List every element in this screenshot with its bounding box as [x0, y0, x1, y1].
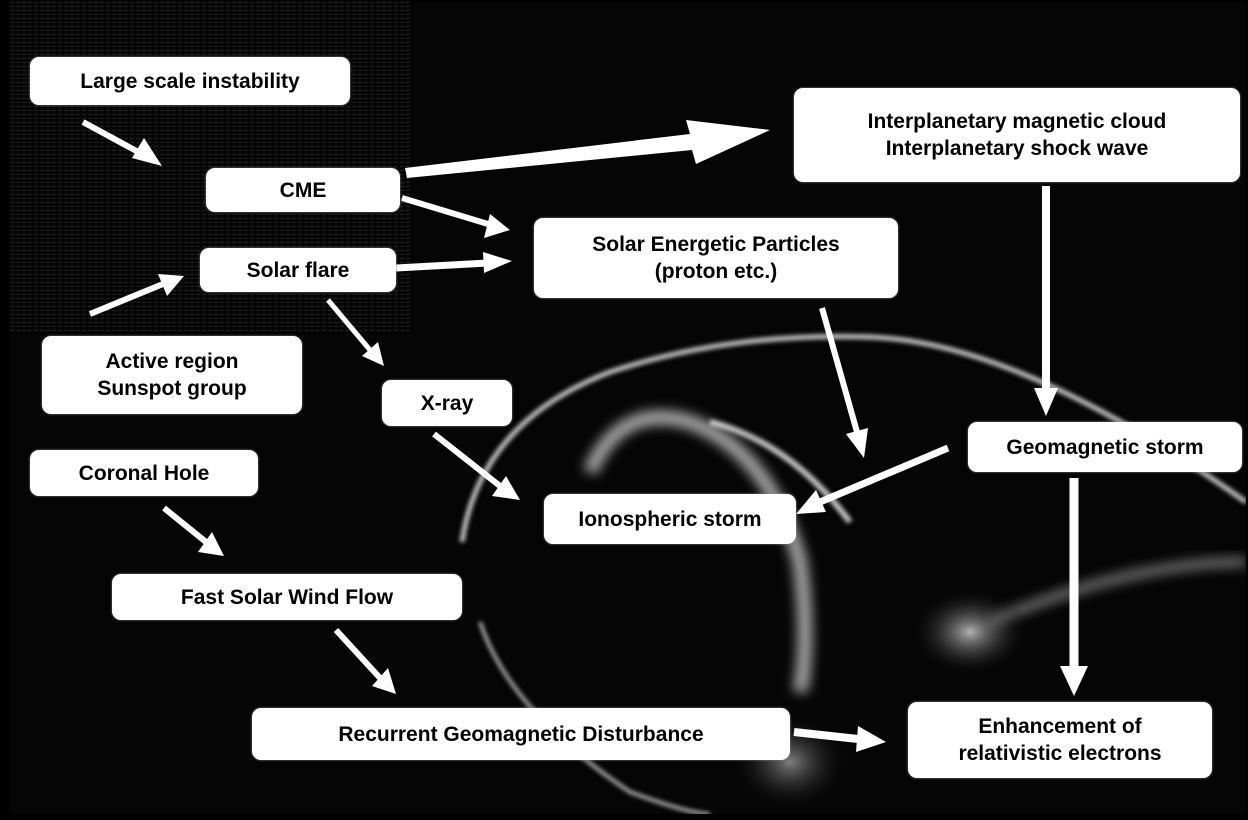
node-cme: CME	[206, 168, 400, 212]
arrowhead	[198, 532, 224, 556]
node-label: Ionospheric storm	[578, 507, 762, 531]
node-label: Geomagnetic storm	[1006, 435, 1204, 459]
arrow-active-flare	[88, 281, 165, 317]
arrowhead	[372, 668, 396, 694]
node-label: Recurrent Geomagnetic Disturbance	[338, 722, 704, 746]
node-label: Large scale instability	[80, 69, 300, 93]
node-label-line1: Enhancement of	[978, 715, 1142, 738]
arrow-cme-sep	[401, 195, 489, 227]
arrow-hole-wind	[162, 505, 208, 545]
arrowhead	[1060, 666, 1088, 696]
arrowhead	[483, 252, 512, 273]
node-interplanetary: Interplanetary magnetic cloud Interplane…	[794, 88, 1240, 182]
node-recurrent-disturbance: Recurrent Geomagnetic Disturbance	[252, 708, 790, 760]
field-line-right	[988, 558, 1246, 626]
arrowhead	[132, 138, 162, 166]
arrow-cme-interplanetary	[405, 120, 770, 178]
node-label: Fast Solar Wind Flow	[180, 585, 394, 609]
node-solar-flare: Solar flare	[200, 248, 396, 292]
arrowhead	[492, 476, 520, 500]
node-label-line1: Active region	[105, 350, 239, 373]
arrowhead	[796, 490, 826, 514]
arrow-recurrent-electrons	[793, 728, 859, 743]
field-line-outer	[459, 333, 1246, 543]
arrow-sep-iono	[819, 307, 860, 433]
node-fast-solar-wind: Fast Solar Wind Flow	[112, 574, 462, 620]
node-label: X-ray	[420, 391, 474, 415]
arrow-instability-cme	[81, 119, 144, 157]
arrowhead	[846, 428, 868, 458]
arrow-geostorm-iono	[818, 444, 950, 506]
diagram-canvas: Large scale instability CME Solar flare …	[10, 2, 1246, 814]
node-label-line1: Solar Energetic Particles	[592, 233, 840, 256]
arrow-flare-xray	[326, 298, 372, 352]
field-line-lower	[478, 621, 711, 814]
arrowhead	[856, 726, 886, 752]
arrow-wind-recurrent	[333, 627, 383, 681]
arrow-flare-sep	[395, 259, 489, 272]
node-large-scale-instability: Large scale instability	[30, 57, 350, 105]
node-label: Coronal Hole	[78, 461, 210, 485]
arrowhead	[158, 274, 184, 296]
node-label: CME	[279, 178, 327, 202]
earth-glow	[910, 587, 1030, 677]
node-active-region: Active region Sunspot group	[42, 336, 302, 414]
node-x-ray: X-ray	[382, 380, 512, 426]
arrowhead	[1034, 388, 1058, 416]
node-label-line2: (proton etc.)	[654, 260, 778, 283]
arrowhead	[484, 214, 510, 238]
node-geomagnetic-storm: Geomagnetic storm	[968, 422, 1242, 472]
node-solar-energetic-particles: Solar Energetic Particles (proton etc.)	[534, 218, 898, 298]
arrowhead	[362, 342, 384, 366]
field-line-bright	[709, 419, 853, 524]
node-ionospheric-storm: Ionospheric storm	[544, 494, 796, 544]
field-line-inner	[583, 410, 812, 694]
node-label-line2: relativistic electrons	[958, 742, 1162, 765]
arrows	[81, 119, 1088, 752]
node-relativistic-electrons: Enhancement of relativistic electrons	[908, 702, 1212, 778]
node-label-line1: Interplanetary magnetic cloud	[867, 110, 1167, 133]
node-label-line2: Interplanetary shock wave	[885, 137, 1149, 160]
node-label: Solar flare	[246, 258, 350, 282]
node-label-line2: Sunspot group	[97, 377, 247, 400]
arrow-xray-iono	[432, 431, 502, 489]
node-coronal-hole: Coronal Hole	[30, 450, 258, 496]
